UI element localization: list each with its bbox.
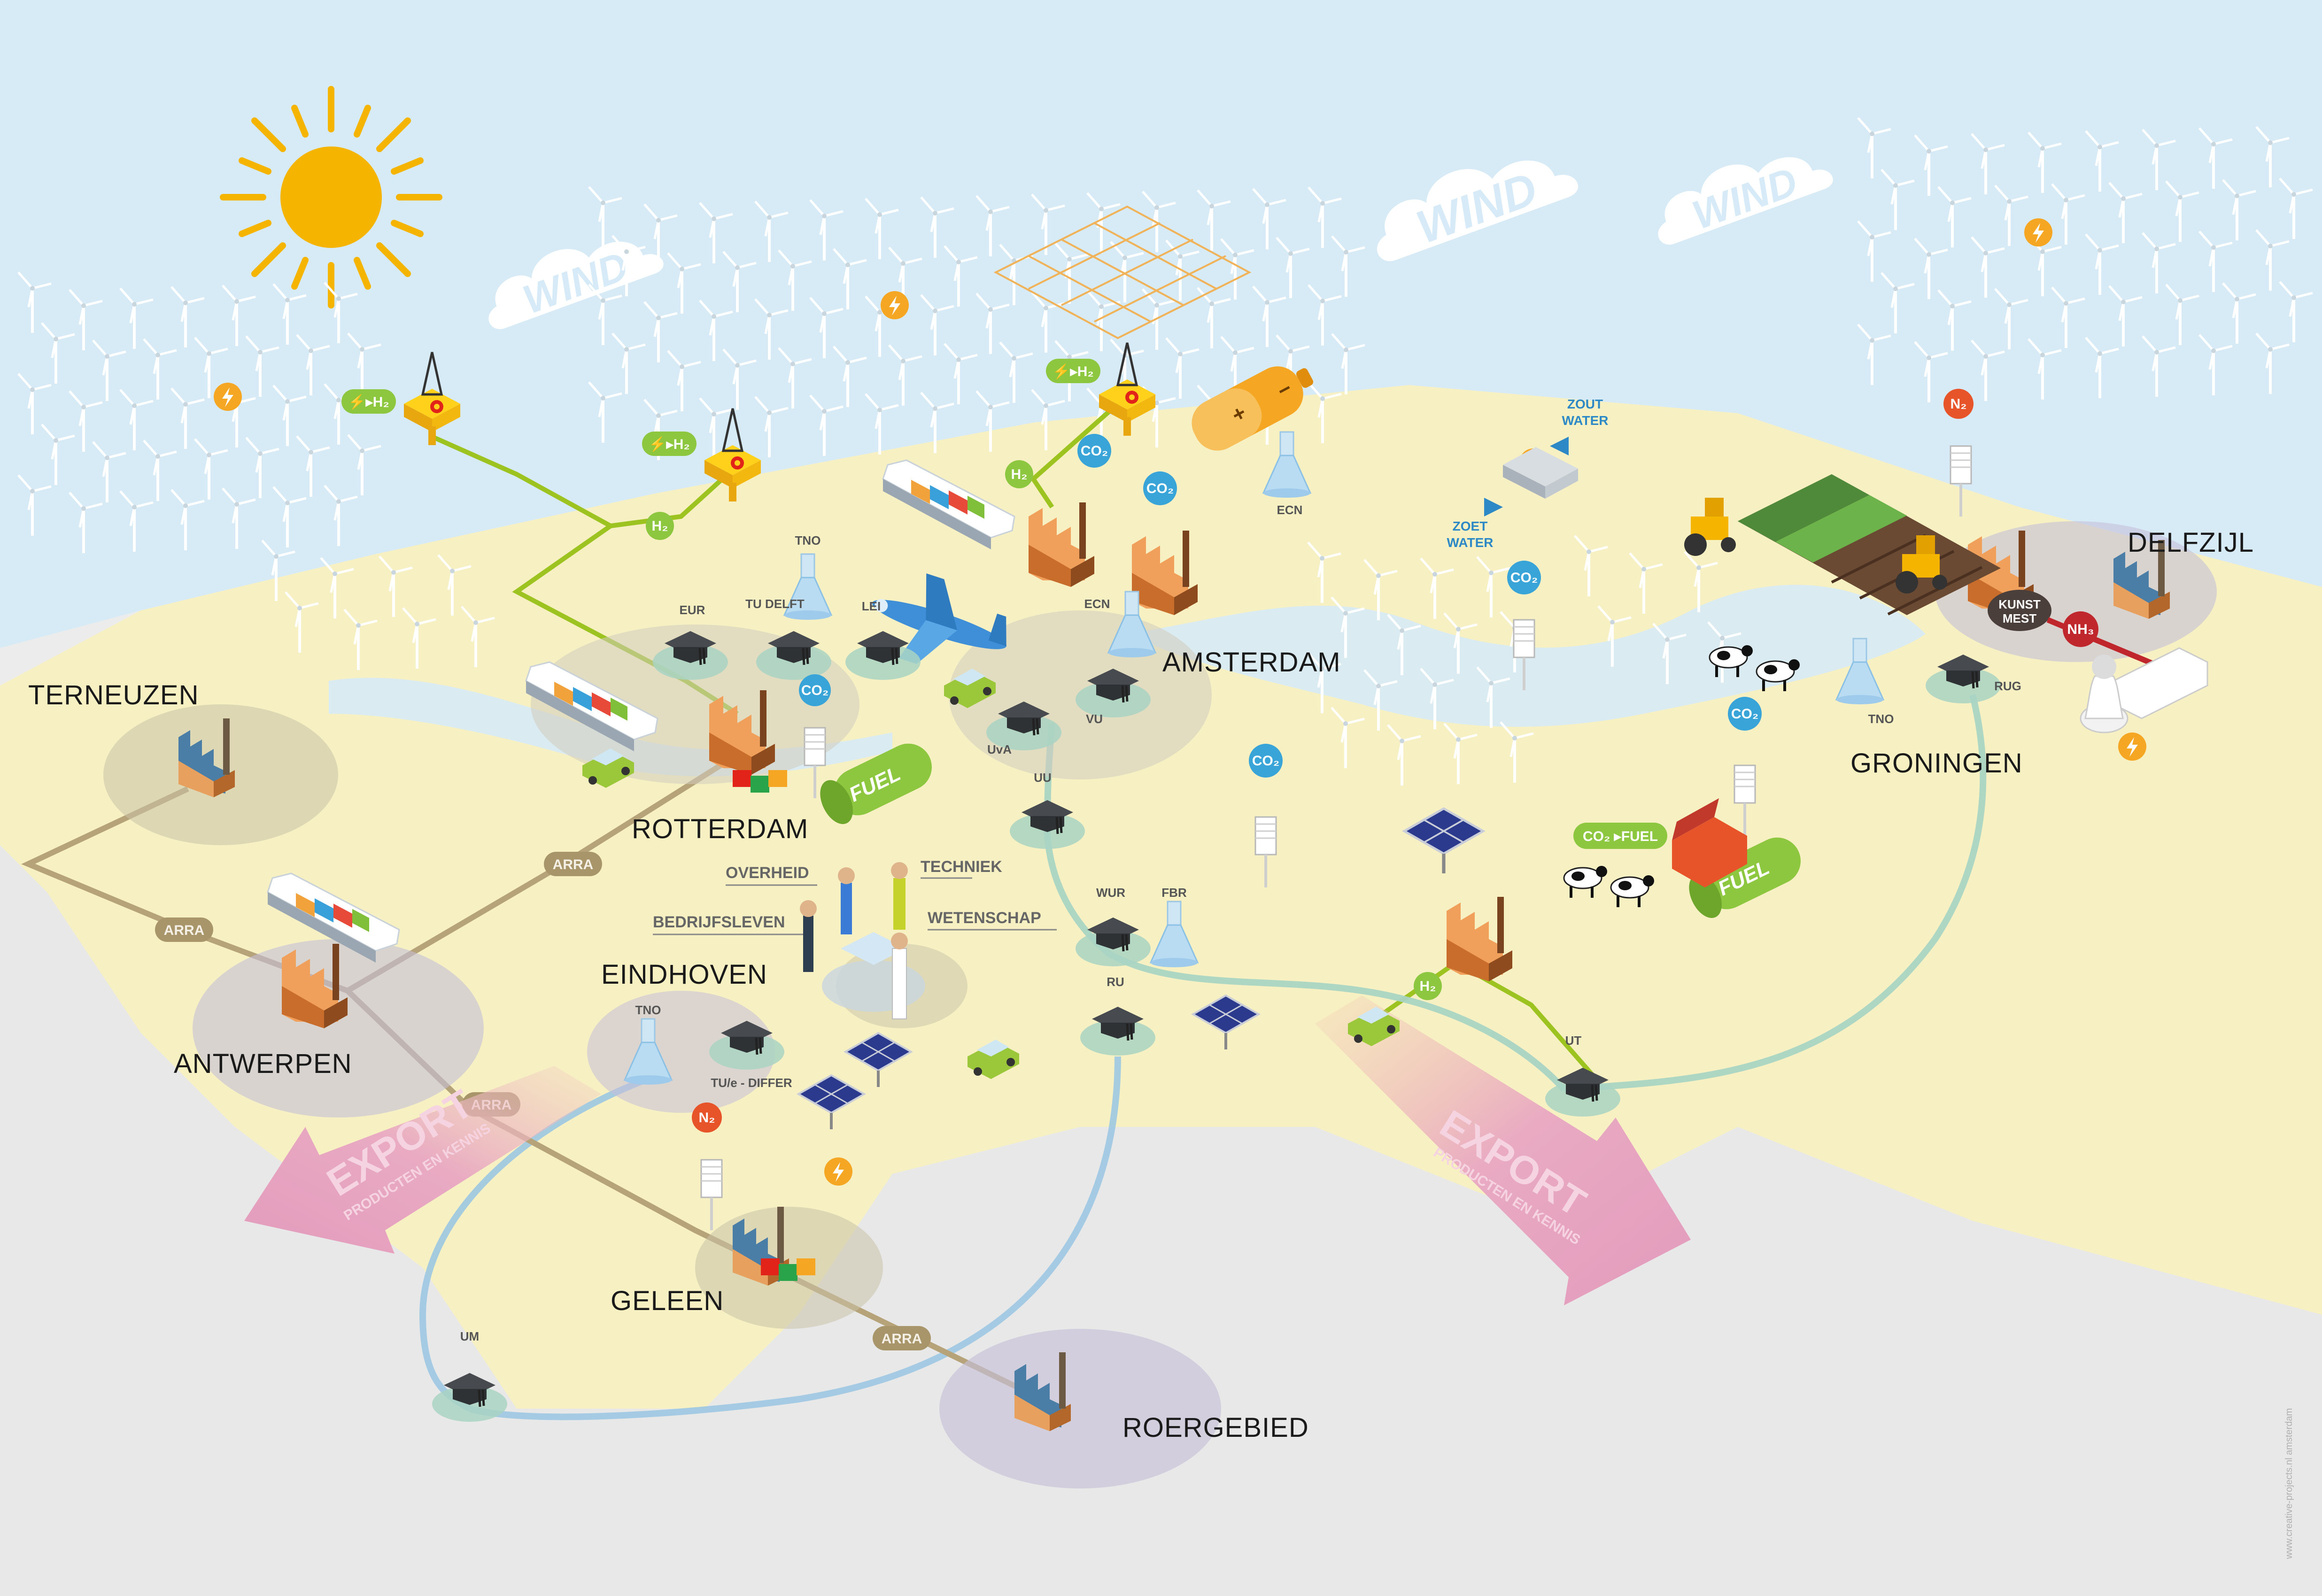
svg-text:H₂: H₂: [1420, 979, 1436, 994]
n2-badges: N₂ N₂: [692, 389, 1974, 1133]
label-tudelft: TU DELFT: [745, 597, 805, 611]
city-antwerpen: ANTWERPEN: [174, 1049, 352, 1079]
battery-icon: + −: [1192, 366, 1314, 451]
svg-text:H₂: H₂: [652, 518, 668, 534]
svg-text:CO₂: CO₂: [801, 683, 828, 698]
label-ru: RU: [1107, 975, 1124, 989]
svg-text:CO₂: CO₂: [1081, 443, 1108, 459]
foreign-land: [0, 845, 2322, 1596]
power-plant: [2080, 647, 2208, 733]
city-delfzijl: DELFZIJL: [2128, 527, 2254, 558]
svg-text:⚡▸H₂: ⚡▸H₂: [649, 436, 689, 453]
lightning-icon: [2024, 218, 2052, 247]
label-tno-groningen: TNO: [1868, 712, 1894, 726]
city-eindhoven: EINDHOVEN: [601, 959, 767, 990]
building-blocks: [733, 770, 815, 1281]
label-lei: LEI: [862, 599, 881, 613]
label-wur: WUR: [1096, 886, 1125, 900]
svg-text:WATER: WATER: [1447, 535, 1493, 550]
stakeholder-table: [800, 862, 925, 1019]
arra-badge: ARRA: [544, 852, 602, 876]
city-geleen: GELEEN: [611, 1286, 724, 1316]
label-tno-eindhoven: TNO: [635, 1003, 661, 1017]
lightning-icon: [824, 1157, 852, 1186]
svg-text:N₂: N₂: [699, 1110, 715, 1126]
city-groningen: GRONINGEN: [1850, 748, 2023, 779]
label-eur: EUR: [680, 603, 705, 617]
svg-text:KUNST: KUNST: [1998, 597, 2041, 611]
svg-text:CO₂: CO₂: [1510, 570, 1538, 586]
label-ecn-battery: ECN: [1277, 503, 1303, 517]
city-amsterdam: AMSTERDAM: [1162, 647, 1341, 678]
stakeholder-roles: OVERHEID TECHNIEK BEDRIJFSLEVEN WETENSCH…: [653, 858, 1057, 935]
barn: [1672, 798, 1747, 887]
svg-text:CO₂: CO₂: [1731, 706, 1758, 722]
institute-labels: EUR TU DELFT LEI TNO UvA VU ECN ECN UU W…: [460, 503, 2021, 1343]
svg-text:N₂: N₂: [1950, 396, 1967, 412]
university-links-blue: [419, 1056, 1121, 1420]
svg-text:⚡▸H₂: ⚡▸H₂: [348, 393, 389, 410]
label-uva: UvA: [987, 742, 1012, 756]
label-ut: UT: [1565, 1033, 1582, 1048]
svg-text:ZOUT: ZOUT: [1567, 397, 1603, 411]
arra-badge: ARRA: [155, 918, 213, 942]
label-tno-rotterdam: TNO: [795, 533, 821, 547]
label-uu: UU: [1034, 771, 1052, 785]
svg-text:MEST: MEST: [2003, 611, 2036, 625]
role-bedrijfsleven: BEDRIJFSLEVEN: [653, 913, 785, 931]
kunstmest-badge: KUNST MEST: [1988, 590, 2051, 631]
label-tue: TU/e - DIFFER: [711, 1076, 792, 1090]
water-treatment: ZOUT WATER ZOET WATER: [1447, 397, 1608, 550]
tractor-icon: [1684, 498, 1736, 556]
svg-text:ARRA: ARRA: [553, 857, 594, 872]
power-to-h2-badges: ⚡▸H₂ ⚡▸H₂ ⚡▸H₂: [341, 359, 1100, 456]
label-um: UM: [460, 1329, 479, 1343]
lightning-icon: [214, 383, 242, 411]
svg-text:H₂: H₂: [1011, 467, 1028, 482]
nh3-badge: NH₃: [2063, 611, 2098, 647]
svg-text:CO₂: CO₂: [1252, 753, 1279, 769]
role-wetenschap: WETENSCHAP: [928, 909, 1041, 927]
svg-text:WATER: WATER: [1562, 413, 1608, 428]
city-labels: TERNEUZEN ANTWERPEN ROTTERDAM AMSTERDAM …: [28, 527, 2254, 1443]
svg-text:⚡▸H₂: ⚡▸H₂: [1053, 363, 1093, 380]
co2-fuel-badge: CO₂ ▸FUEL: [1573, 823, 1667, 849]
city-rotterdam: ROTTERDAM: [632, 814, 808, 844]
city-roergebied: ROERGEBIED: [1122, 1412, 1309, 1443]
fuel-tanks: FUEL FUEL: [820, 743, 1801, 918]
lightning-icon: [2118, 732, 2146, 761]
lightning-icon: [881, 291, 909, 319]
role-techniek: TECHNIEK: [921, 858, 1002, 876]
co2-badges: CO₂ CO₂ CO₂ CO₂ CO₂ CO₂: [799, 434, 1762, 778]
arra-badge: ARRA: [873, 1326, 931, 1350]
svg-text:ZOET: ZOET: [1453, 519, 1488, 533]
svg-text:ARRA: ARRA: [164, 923, 205, 938]
svg-text:NH₃: NH₃: [2067, 622, 2094, 637]
label-ecn-amsterdam: ECN: [1084, 597, 1110, 611]
sea: [0, 0, 2322, 648]
sun-icon: [220, 86, 442, 308]
h2-badges: H₂ H₂ H₂: [646, 460, 1442, 1000]
svg-text:CO₂ ▸FUEL: CO₂ ▸FUEL: [1583, 829, 1658, 844]
city-terneuzen: TERNEUZEN: [28, 680, 199, 710]
offshore-grid: [993, 205, 1252, 339]
credit: www.creative-projects.nl amsterdam: [2284, 1408, 2294, 1559]
svg-text:CO₂: CO₂: [1146, 481, 1174, 496]
role-overheid: OVERHEID: [726, 864, 809, 882]
label-rug: RUG: [1994, 679, 2021, 693]
tractor-icon: [1896, 535, 1947, 594]
svg-text:ARRA: ARRA: [882, 1331, 922, 1347]
label-vu: VU: [1086, 712, 1103, 726]
label-fbr: FBR: [1161, 886, 1187, 900]
